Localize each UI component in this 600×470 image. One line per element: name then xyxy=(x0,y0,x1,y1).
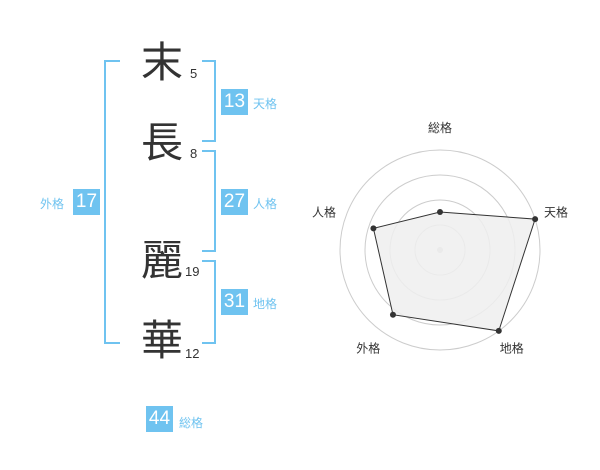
name-char-2: 長 xyxy=(141,118,184,167)
name-char-3: 麗 xyxy=(141,236,184,285)
radar-axis-label-5: 人格 xyxy=(312,204,336,219)
soukaku-value: 44 xyxy=(146,406,173,432)
tenkaku-bracket xyxy=(202,60,216,142)
jinkaku-value: 27 xyxy=(221,189,248,215)
radar-axis-label-2: 天格 xyxy=(544,204,568,219)
radar-axis-label-1: 総格 xyxy=(428,120,452,135)
stroke-count-1: 5 xyxy=(190,66,198,81)
radar-point-5 xyxy=(370,225,377,232)
tenkaku-label: 天格 xyxy=(253,97,278,111)
gaikaku-label: 外格 xyxy=(40,197,65,211)
radar-point-2 xyxy=(532,216,539,223)
stroke-count-4: 12 xyxy=(185,346,200,361)
chikaku-value: 31 xyxy=(221,289,248,315)
radar-point-1 xyxy=(437,209,443,215)
jinkaku-bracket xyxy=(202,150,216,252)
radar-point-4 xyxy=(389,311,396,318)
radar-point-3 xyxy=(495,327,502,334)
radar-axis-label-4: 外格 xyxy=(356,341,380,356)
radar-axis-label-3: 地格 xyxy=(500,341,524,356)
gaikaku-bracket xyxy=(104,60,120,344)
soukaku-label: 総格 xyxy=(179,416,204,430)
name-char-4: 華 xyxy=(141,316,184,365)
radar-ring-4 xyxy=(339,149,541,351)
radar-area xyxy=(372,211,536,332)
name-char-1: 末 xyxy=(141,38,184,87)
chikaku-label: 地格 xyxy=(253,297,278,311)
jinkaku-label: 人格 xyxy=(253,197,278,211)
tenkaku-value: 13 xyxy=(221,89,248,115)
gaikaku-value: 17 xyxy=(73,189,100,215)
chikaku-bracket xyxy=(202,260,216,344)
stroke-count-2: 8 xyxy=(190,146,198,161)
stroke-count-3: 19 xyxy=(185,264,200,279)
